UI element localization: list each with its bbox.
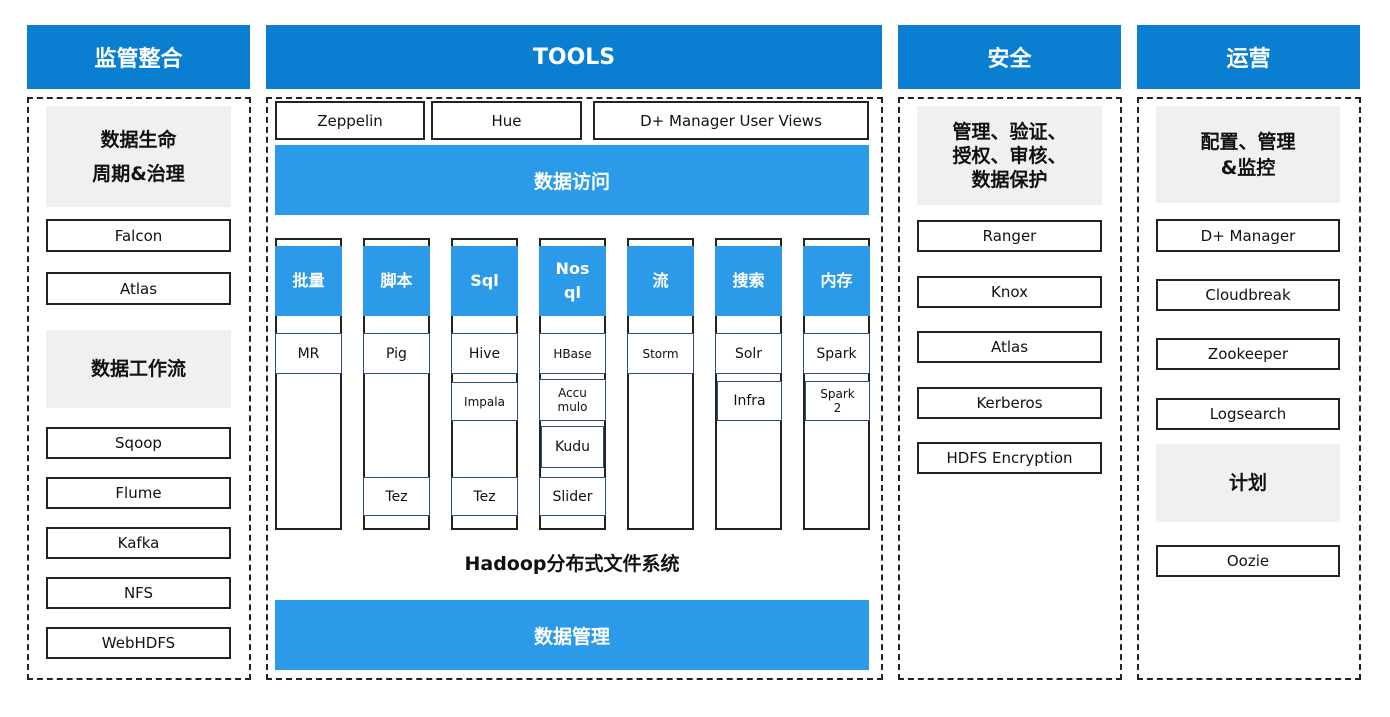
operations-item: D+ Manager xyxy=(1156,219,1340,252)
engine-cell: MR xyxy=(275,333,342,374)
engine-head-stream: 流 xyxy=(627,246,694,316)
security-item: Ranger xyxy=(917,220,1102,252)
engine-bottom-cell: Tez xyxy=(363,477,430,516)
engine-cell: Impala xyxy=(451,382,518,421)
engine-cell: Accu mulo xyxy=(539,379,606,421)
header-tools: TOOLS xyxy=(266,25,882,89)
security-item: Atlas xyxy=(917,331,1102,363)
lifecycle-item: Atlas xyxy=(46,272,231,305)
data-management-bar: 数据管理 xyxy=(275,600,869,670)
security-item: Kerberos xyxy=(917,387,1102,419)
engine-head-nosql: Nos ql xyxy=(539,246,606,316)
panel-security xyxy=(898,97,1122,680)
operations-item: Zookeeper xyxy=(1156,338,1340,370)
header-operations: 运营 xyxy=(1137,25,1360,89)
workflow-item: Flume xyxy=(46,477,231,509)
engine-cell: Hive xyxy=(451,333,518,374)
plan-item: Oozie xyxy=(1156,545,1340,577)
security-title: 管理、验证、 授权、审核、 数据保护 xyxy=(917,106,1102,205)
workflow-item: WebHDFS xyxy=(46,627,231,659)
header-governance: 监管整合 xyxy=(27,25,250,89)
engine-cell: Storm xyxy=(627,333,694,374)
engine-cell: Infra xyxy=(717,381,782,421)
engine-cell: Kudu xyxy=(541,426,604,468)
workflow-item: NFS xyxy=(46,577,231,609)
operations-item: Cloudbreak xyxy=(1156,279,1340,311)
engine-head-memory: 内存 xyxy=(803,246,870,316)
workflow-title: 数据工作流 xyxy=(46,330,231,408)
security-item: Knox xyxy=(917,276,1102,308)
engine-bottom-cell: Tez xyxy=(451,477,518,516)
operations-item: Logsearch xyxy=(1156,398,1340,430)
panel-tools xyxy=(266,97,883,680)
engine-head-script: 脚本 xyxy=(363,246,430,316)
workflow-item: Sqoop xyxy=(46,427,231,459)
engine-cell: Solr xyxy=(715,333,782,374)
plan-title: 计划 xyxy=(1156,444,1340,522)
header-security: 安全 xyxy=(898,25,1121,89)
engine-cell: HBase xyxy=(539,333,606,374)
engine-head-search: 搜索 xyxy=(715,246,782,316)
engine-bottom-cell: Slider xyxy=(539,477,606,516)
data-access-bar: 数据访问 xyxy=(275,145,869,215)
engine-head-batch: 批量 xyxy=(275,246,342,316)
hdfs-label: Hadoop分布式文件系统 xyxy=(464,552,680,575)
tool-manager-user-views: D+ Manager User Views xyxy=(593,101,869,140)
engine-cell: Spark xyxy=(803,333,870,374)
engine-cell: Spark 2 xyxy=(805,381,870,421)
engine-head-sql: Sql xyxy=(451,246,518,316)
panel-governance xyxy=(27,97,251,680)
lifecycle-item: Falcon xyxy=(46,219,231,252)
engine-cell: Pig xyxy=(363,333,430,374)
workflow-item: Kafka xyxy=(46,527,231,559)
tool-zeppelin: Zeppelin xyxy=(275,101,425,140)
security-item: HDFS Encryption xyxy=(917,442,1102,474)
lifecycle-title: 数据生命 周期&治理 xyxy=(46,106,231,207)
tool-hue: Hue xyxy=(431,101,582,140)
panel-operations xyxy=(1137,97,1361,680)
operations-title: 配置、管理 &监控 xyxy=(1156,106,1340,203)
